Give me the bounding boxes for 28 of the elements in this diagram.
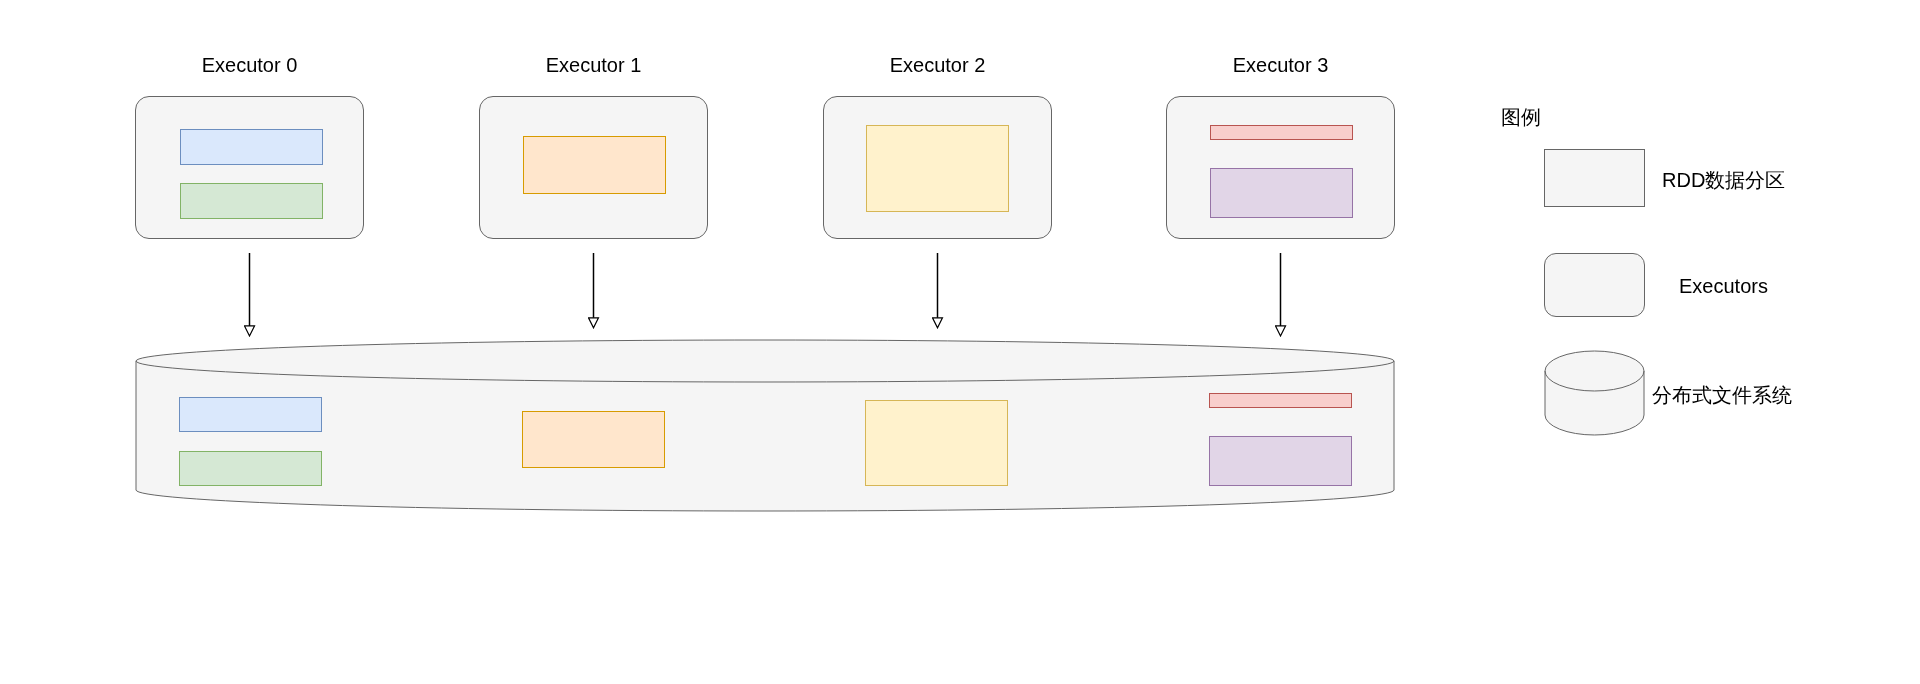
partition-block [522, 411, 665, 468]
legend-label: RDD数据分区 [1662, 168, 1786, 193]
partition-block [866, 125, 1009, 212]
arrow [243, 252, 256, 337]
executor-heading: Executor 2 [889, 54, 986, 77]
partition-block [1209, 436, 1352, 486]
executor-heading: Executor 1 [545, 54, 642, 77]
partition-block [180, 183, 323, 219]
executor-heading: Executor 3 [1232, 54, 1329, 77]
executor-box [479, 96, 708, 239]
legend-title: 图例 [1501, 105, 1541, 130]
arrow [1274, 252, 1287, 337]
partition-block [1210, 125, 1353, 140]
legend-label: 分布式文件系统 [1652, 383, 1792, 408]
partition-block [180, 129, 323, 165]
partition-block [1210, 168, 1353, 218]
partition-block [179, 397, 322, 432]
arrow [587, 252, 600, 329]
executor-box [135, 96, 364, 239]
partition-block [865, 400, 1008, 486]
executor-heading: Executor 0 [201, 54, 298, 77]
executor-box [823, 96, 1052, 239]
legend-label: Executors [1679, 275, 1768, 298]
partition-block [523, 136, 666, 194]
partition-block [179, 451, 322, 486]
arrow [931, 252, 944, 329]
partition-block [1209, 393, 1352, 408]
executor-box [1166, 96, 1395, 239]
